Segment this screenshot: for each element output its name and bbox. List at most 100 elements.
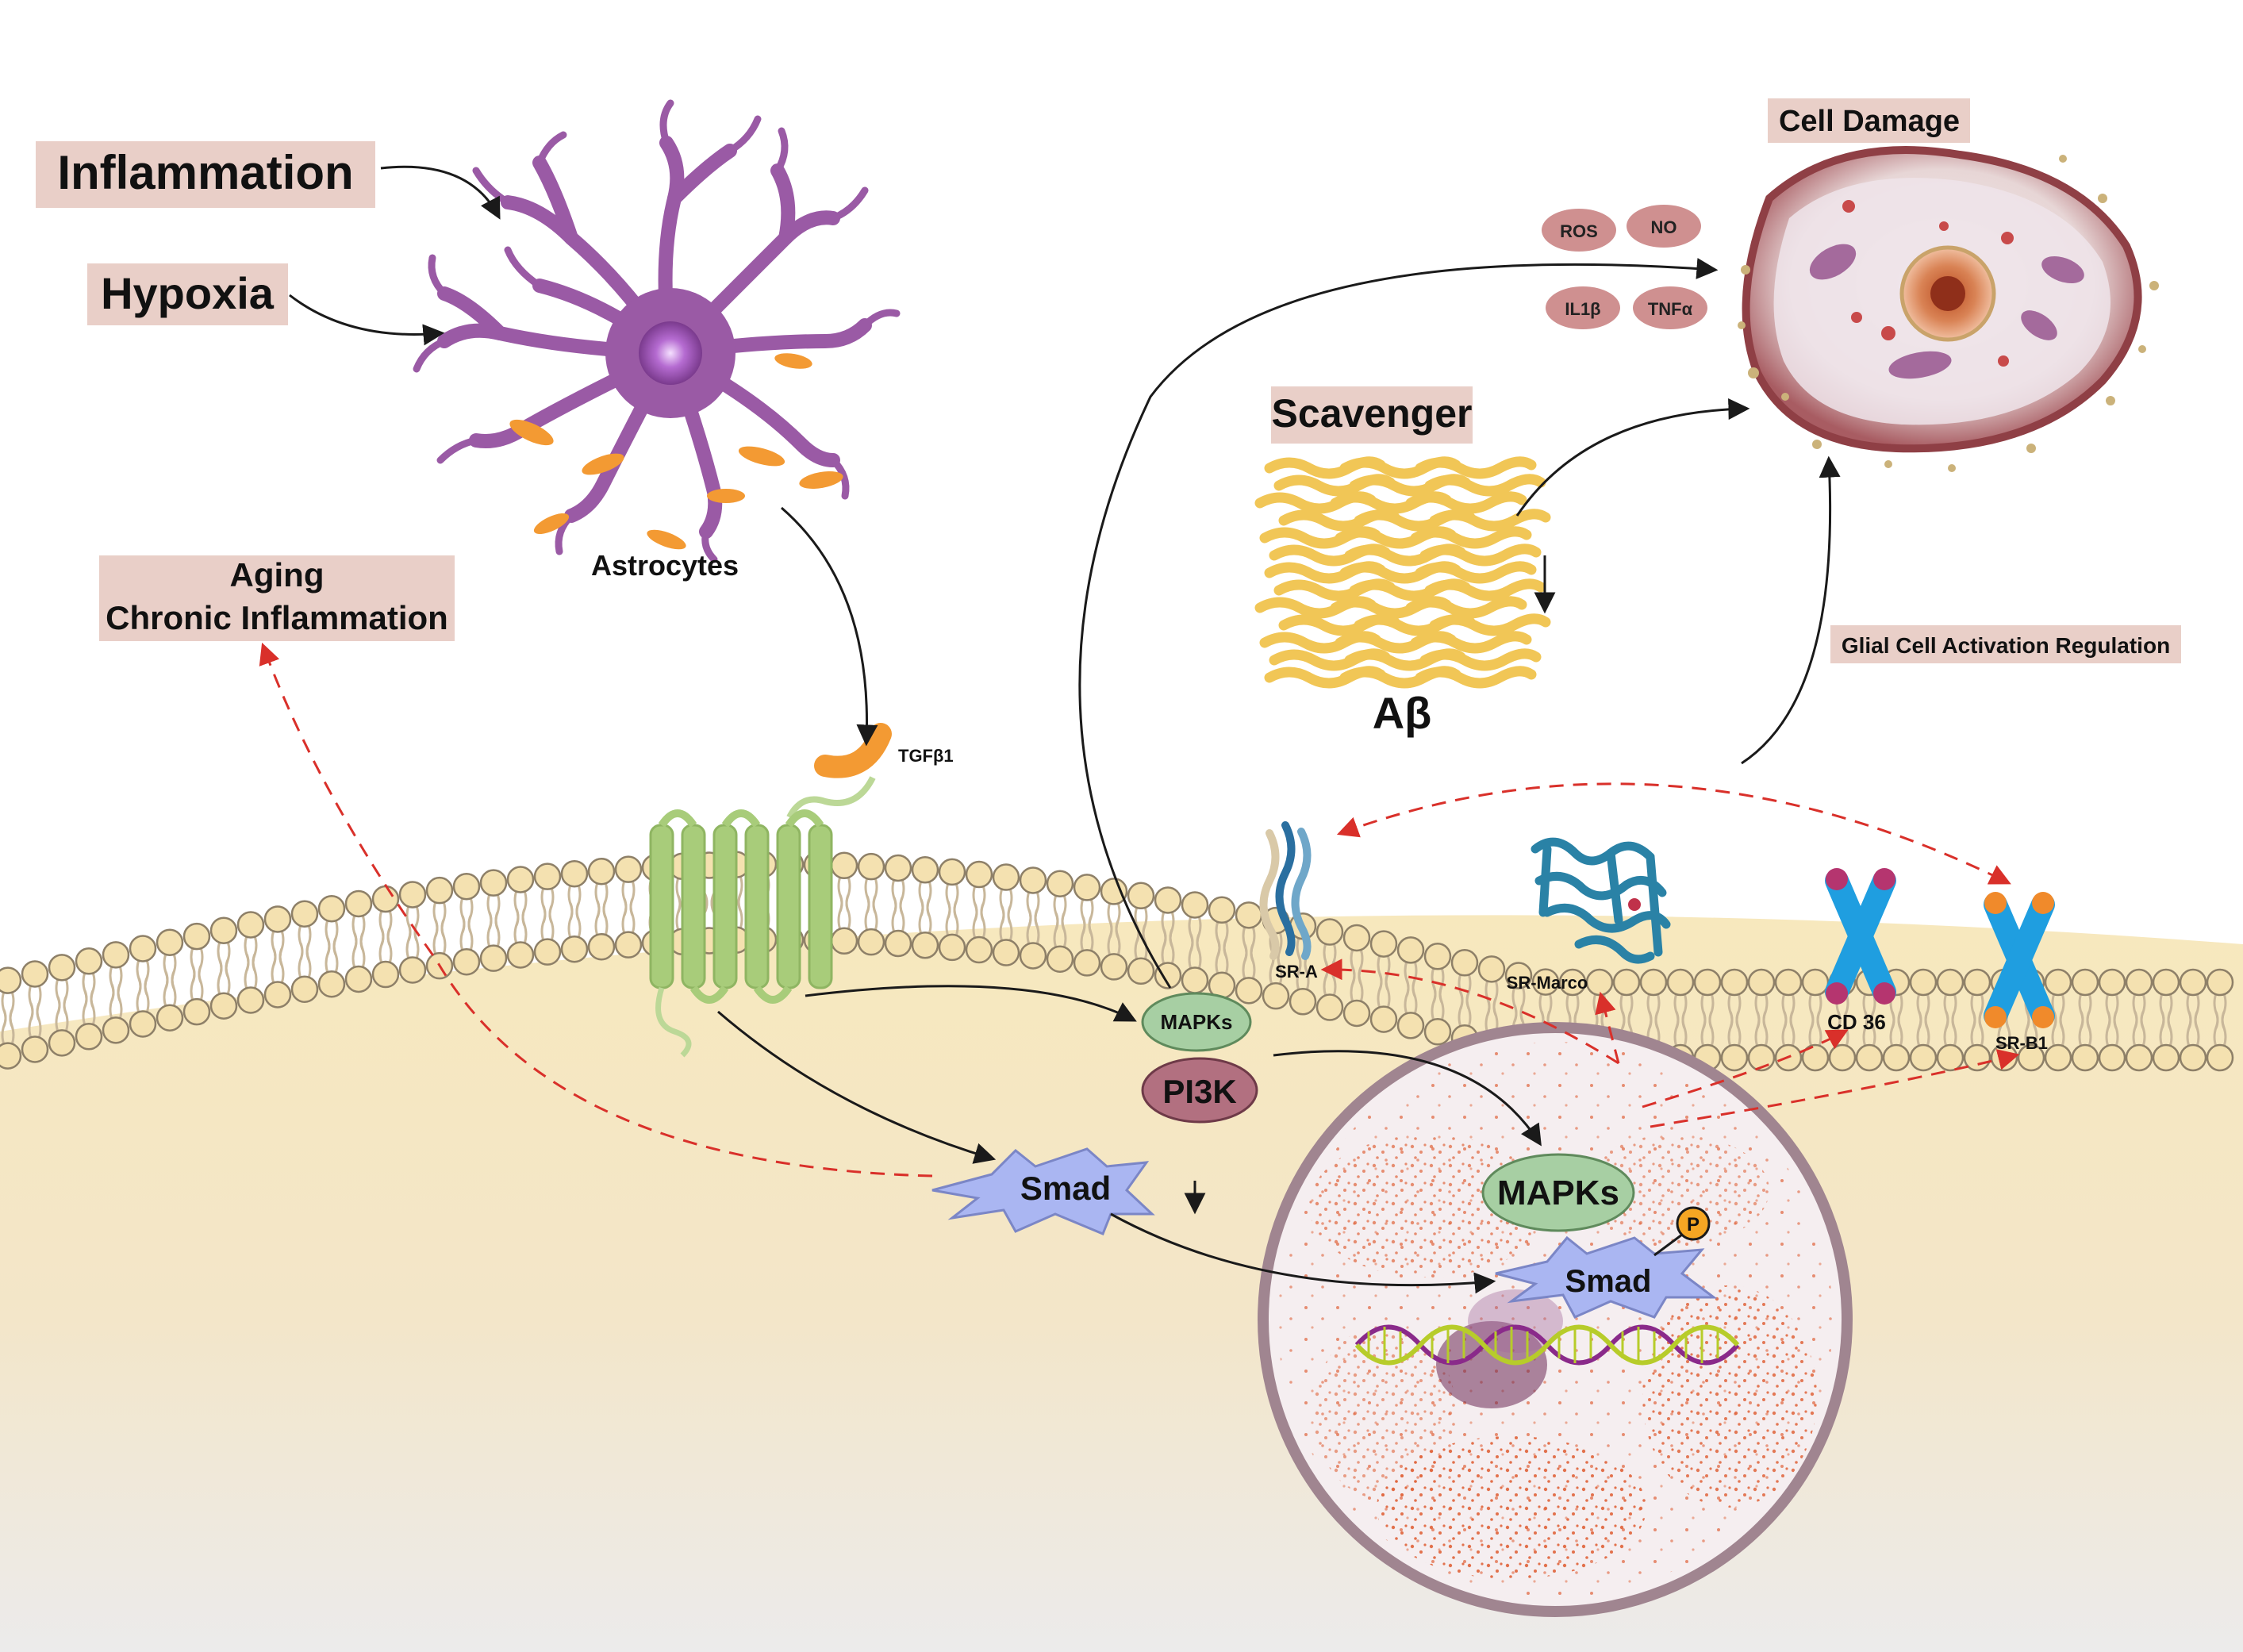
lipid-head: [102, 1016, 130, 1044]
lipid-head: [2152, 968, 2180, 997]
amyloid-fibril: [1415, 456, 1537, 479]
lipid-tail: [136, 977, 142, 1013]
lipid-tail: [1789, 1011, 1796, 1047]
lipid-tail: [244, 953, 250, 989]
svg-text:Smad: Smad: [1565, 1264, 1652, 1299]
lipid-tail: [1296, 955, 1302, 991]
lipid-tail: [1762, 1011, 1769, 1047]
lipid-tail: [621, 898, 628, 935]
lipid-tail: [1458, 991, 1464, 1028]
lipid-head: [344, 889, 373, 918]
lipid-head: [371, 960, 400, 989]
cytokine-il1b: IL1β: [1565, 299, 1600, 319]
lipid-tail: [494, 912, 501, 948]
lipid-head: [1504, 962, 1533, 989]
lipid-head: [1289, 987, 1317, 1016]
amyloid-fibril: [1424, 578, 1546, 601]
lipid-tail: [2221, 1011, 2227, 1047]
lipid-head: [1720, 968, 1749, 997]
lipid-head: [1531, 968, 1560, 996]
lipid-tail: [459, 915, 466, 951]
lipid-tail: [467, 915, 474, 951]
svg-text:P: P: [1687, 1214, 1700, 1235]
lipid-tail: [386, 928, 393, 964]
lipid-tail: [1358, 966, 1364, 1003]
lipid-head: [965, 935, 993, 964]
lipid-tail: [1277, 949, 1283, 985]
lipid-tail: [1, 1009, 7, 1046]
lipid-head: [506, 866, 535, 893]
lipid-tail: [548, 905, 555, 942]
phospho-bond: [1653, 1233, 1683, 1257]
lipid-tail: [926, 898, 932, 935]
abeta-label: Aβ: [1373, 688, 1432, 738]
lipid-head: [560, 935, 589, 963]
lipid-tail: [1169, 928, 1175, 965]
lipid-tail: [2059, 1011, 2065, 1047]
lipid-head: [452, 947, 481, 976]
lipid-head: [2179, 1043, 2207, 1072]
lipid-tail: [864, 895, 870, 932]
lipid-tail: [378, 928, 385, 964]
lipid-tail: [171, 971, 177, 1008]
lipid-tail: [2213, 1011, 2219, 1047]
lipid-head: [398, 881, 427, 909]
lipid-tail: [1735, 1011, 1742, 1047]
lipid-tail: [602, 900, 609, 936]
lipid-head: [1235, 901, 1263, 929]
svg-text:Scavenger: Scavenger: [1272, 391, 1473, 436]
lipid-head: [884, 929, 912, 958]
lipid-head: [830, 927, 858, 955]
lipid-head: [398, 956, 427, 984]
lipid-head: [236, 911, 265, 939]
lipid-head: [0, 966, 22, 994]
lipid-head: [1558, 968, 1587, 997]
lipid-tail: [1061, 912, 1067, 949]
lipid-head: [209, 992, 238, 1020]
lipid-head: [830, 851, 858, 880]
lipid-head: [2098, 968, 2126, 997]
aging-label: Aging Chronic Inflammation: [99, 555, 455, 641]
svg-text:Hypoxia: Hypoxia: [101, 268, 275, 318]
svg-text:Cell Damage: Cell Damage: [1779, 105, 1960, 138]
svg-text:MAPKs: MAPKs: [1160, 1010, 1232, 1034]
lipid-head: [1828, 1043, 1857, 1072]
lipid-head: [533, 938, 562, 966]
lipid-tail: [1142, 924, 1148, 961]
lipid-tail: [36, 1002, 42, 1039]
lipid-tail: [575, 902, 582, 939]
lipid-tail: [1754, 1011, 1761, 1047]
lipid-head: [129, 935, 157, 962]
amyloid-fibril: [1405, 596, 1527, 619]
cytokine-tnfa: TNFα: [1648, 299, 1693, 319]
lipid-tail: [972, 903, 978, 939]
lipid-tail: [305, 943, 312, 979]
amyloid-fibril: [1419, 544, 1542, 567]
lipid-head: [1073, 874, 1101, 901]
dashed-arrow-nucleus-to-cd36: [1642, 1029, 1849, 1108]
lipid-head: [1127, 882, 1155, 910]
lipid-head: [2071, 1043, 2099, 1072]
lipid-tail: [1053, 912, 1059, 949]
lipid-tail: [1889, 1011, 1895, 1047]
smad-cytoplasm-node: Smad: [931, 1147, 1155, 1235]
lipid-tail: [1223, 939, 1229, 975]
mapks-membrane-node: MAPKs: [1141, 992, 1252, 1052]
svg-text:MAPKs: MAPKs: [1497, 1174, 1619, 1212]
amyloid-fibrils-icon: [1254, 456, 1551, 689]
lipid-tail: [1916, 1011, 1922, 1047]
lipid-tail: [2086, 1011, 2092, 1047]
lipid-tail: [629, 898, 636, 935]
lipid-tail: [198, 965, 204, 1001]
amyloid-fibril: [1429, 613, 1551, 636]
amyloid-fibril: [1405, 491, 1527, 514]
lipid-head: [857, 928, 885, 956]
lipid-tail: [953, 901, 959, 937]
lipid-tail: [2113, 1011, 2119, 1047]
lipid-tail: [1951, 1011, 1957, 1047]
sr-b1-label: SR-B1: [1995, 1033, 2048, 1053]
lipid-head: [614, 855, 643, 883]
lipid-head: [992, 863, 1020, 891]
lipid-head: [2179, 968, 2207, 997]
lipid-head: [156, 928, 184, 956]
